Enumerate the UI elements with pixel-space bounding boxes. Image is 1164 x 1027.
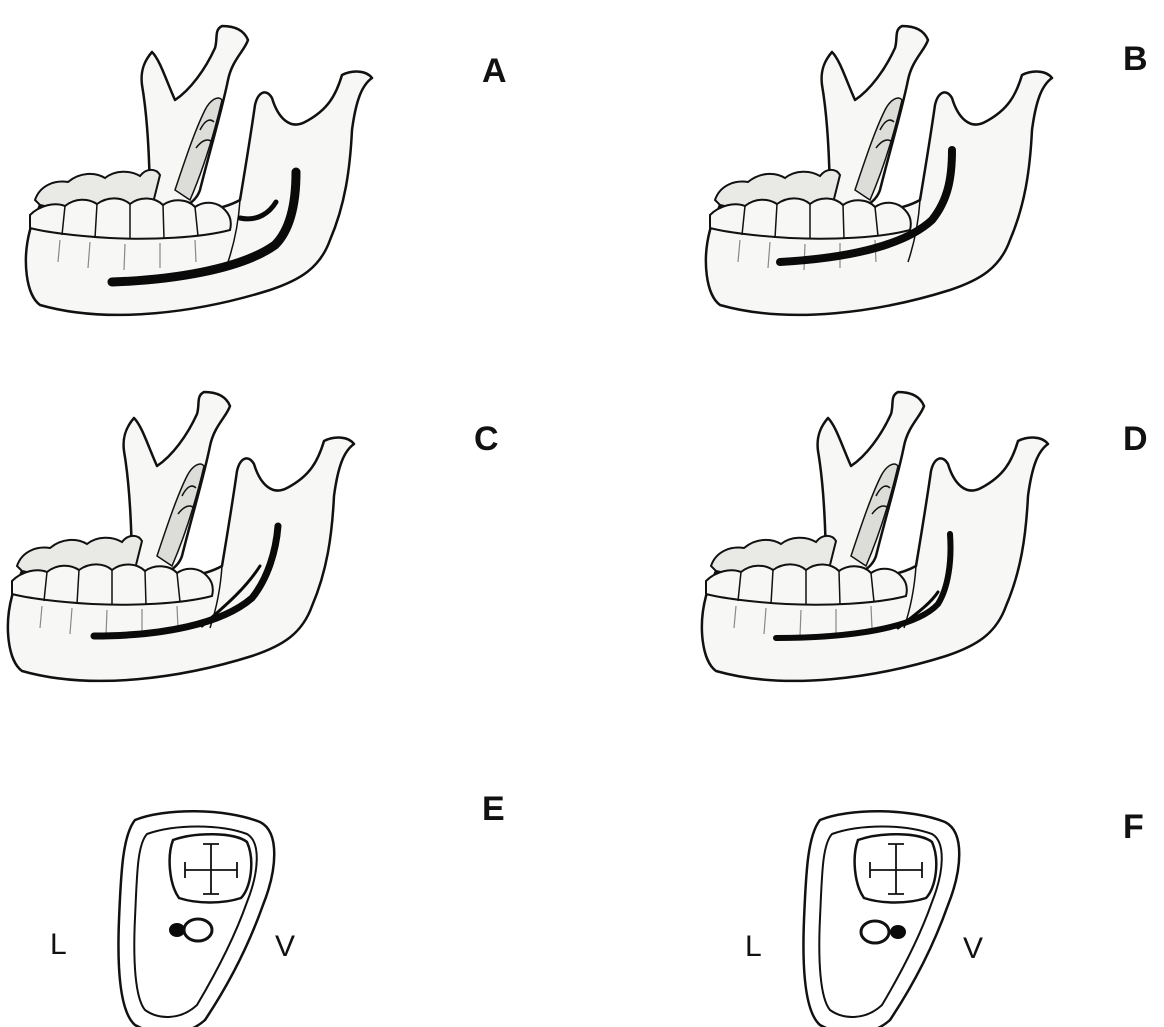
canal-lumen-e xyxy=(184,919,212,941)
panel-label-b: B xyxy=(1123,40,1148,79)
mandible-panel-d xyxy=(702,392,1048,681)
lingual-label-e: L xyxy=(50,928,67,962)
cross-section-f xyxy=(803,811,959,1027)
lingual-label-f: L xyxy=(745,930,762,964)
vestibular-label-e: V xyxy=(275,930,295,964)
canal-dot-e xyxy=(169,923,185,937)
mandible-panel-a xyxy=(26,26,372,315)
cross-section-e xyxy=(118,811,274,1027)
canal-dot-f xyxy=(890,925,906,939)
vestibular-label-f: V xyxy=(963,932,983,966)
panel-label-e: E xyxy=(482,790,505,829)
panel-label-d: D xyxy=(1123,420,1148,459)
panel-label-f: F xyxy=(1123,808,1144,847)
panel-label-c: C xyxy=(474,420,499,459)
canal-lumen-f xyxy=(861,921,889,943)
panel-label-a: A xyxy=(482,52,507,91)
mandible-panel-b xyxy=(706,26,1052,315)
mandible-panel-c xyxy=(8,392,354,681)
